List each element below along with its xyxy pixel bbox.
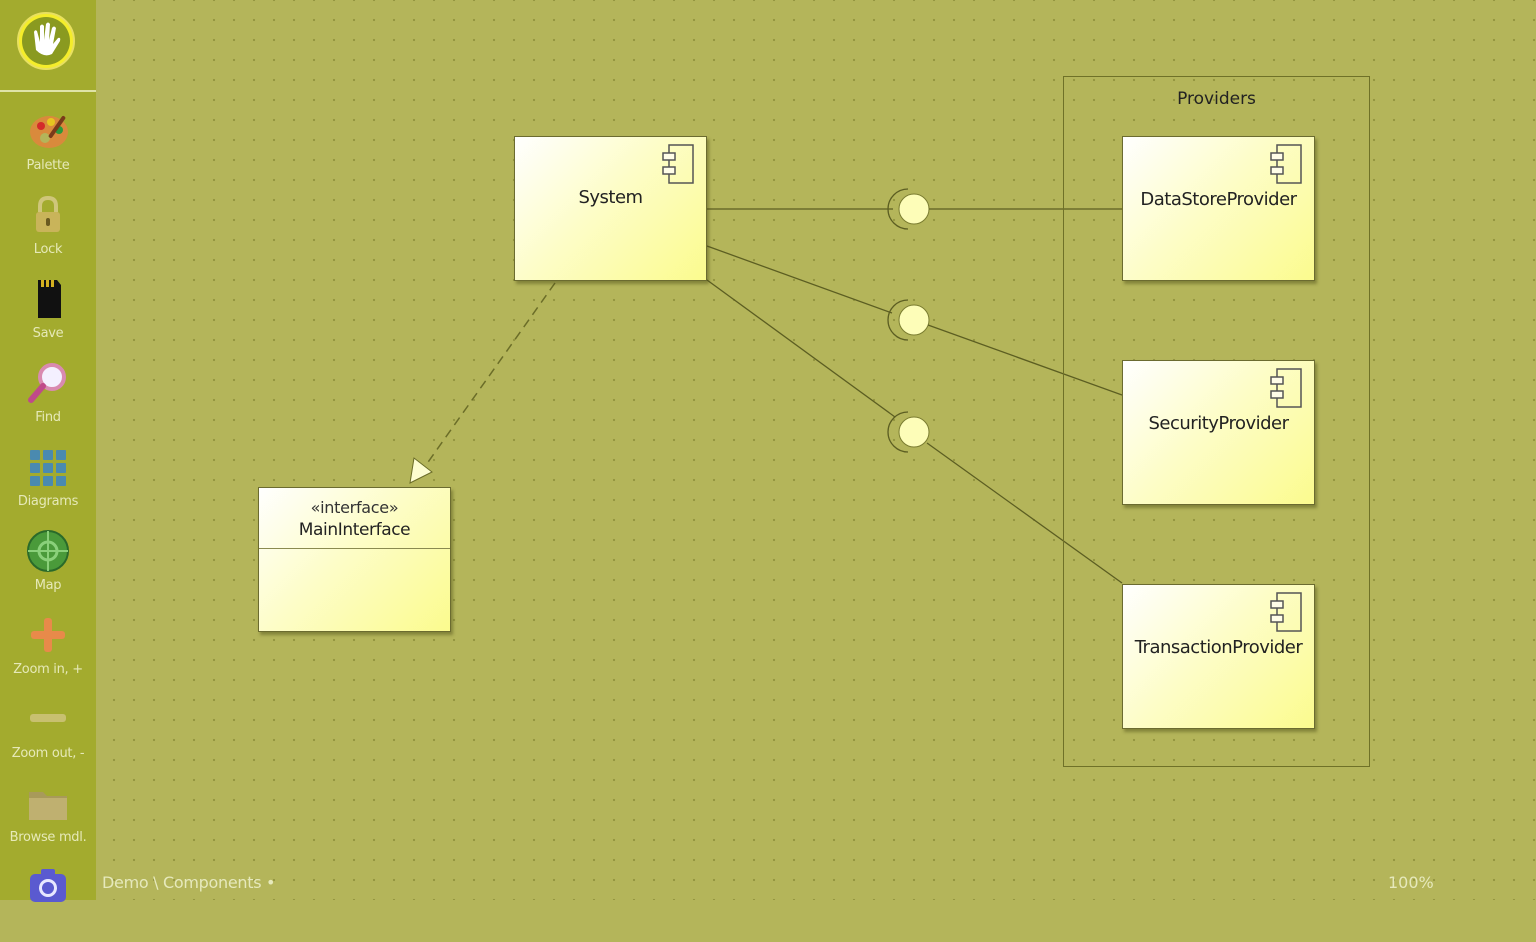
- zoom-level: 100%: [1388, 873, 1434, 892]
- compass-icon: [27, 530, 69, 572]
- lock-label: Lock: [33, 242, 63, 257]
- sidebar-divider: [0, 90, 96, 92]
- lock-icon: [36, 195, 60, 232]
- interface-name: MainInterface: [298, 520, 411, 540]
- map-label: Map: [34, 578, 62, 593]
- diagrams-label: Diagrams: [17, 494, 79, 509]
- plus-icon: [31, 618, 65, 652]
- required-line-transaction[interactable]: [706, 279, 896, 418]
- camera-button[interactable]: [0, 858, 96, 942]
- package-name: Providers: [1177, 89, 1256, 109]
- browse-model-button[interactable]: Browse mdl.: [0, 776, 96, 860]
- zoom-out-button[interactable]: Zoom out, -: [0, 692, 96, 776]
- minus-icon: [30, 714, 66, 722]
- interface-main[interactable]: «interface» MainInterface: [258, 487, 451, 632]
- component-security-provider[interactable]: SecurityProvider: [1122, 360, 1315, 505]
- palette-icon: [30, 115, 68, 148]
- socket-datastore: [887, 188, 909, 230]
- sidebar: Palette Lock Save Find: [0, 0, 96, 902]
- lollipop-transaction[interactable]: [898, 416, 930, 448]
- lollipop-datastore[interactable]: [898, 193, 930, 225]
- sd-card-icon: [38, 280, 61, 318]
- component-transaction-provider[interactable]: TransactionProvider: [1122, 584, 1315, 729]
- provided-line-transaction[interactable]: [926, 442, 1123, 584]
- socket-transaction: [887, 411, 909, 453]
- component-icon: [1270, 368, 1302, 408]
- browse-model-label: Browse mdl.: [9, 830, 87, 845]
- zoom-in-label: Zoom in, +: [13, 662, 83, 677]
- dependency-arrowhead: [409, 457, 433, 484]
- save-button[interactable]: Save: [0, 272, 96, 356]
- required-line-security[interactable]: [706, 245, 893, 314]
- palette-label: Palette: [26, 158, 70, 173]
- component-icon: [1270, 592, 1302, 632]
- interface-separator: [259, 548, 450, 549]
- providers-package[interactable]: Providers: [1063, 76, 1370, 767]
- diagram-connectors: [409, 188, 1123, 584]
- component-name: TransactionProvider: [1134, 637, 1303, 658]
- zoom-in-button[interactable]: Zoom in, +: [0, 608, 96, 692]
- provided-line-security[interactable]: [927, 324, 1123, 396]
- breadcrumb[interactable]: Demo \ Components •: [102, 873, 276, 892]
- magnifier-icon: [28, 363, 66, 403]
- interface-stereotype: «interface»: [310, 498, 399, 517]
- component-datastore-provider[interactable]: DataStoreProvider: [1122, 136, 1315, 281]
- find-button[interactable]: Find: [0, 356, 96, 440]
- lock-button[interactable]: Lock: [0, 188, 96, 272]
- map-button[interactable]: Map: [0, 524, 96, 608]
- dependency-line[interactable]: [425, 282, 556, 466]
- zoom-out-label: Zoom out, -: [11, 746, 85, 761]
- grid-icon: [30, 450, 66, 486]
- palette-button[interactable]: Palette: [0, 104, 96, 188]
- find-label: Find: [35, 410, 61, 425]
- socket-security: [887, 299, 909, 341]
- lollipop-security[interactable]: [898, 304, 930, 336]
- folder-icon: [29, 792, 67, 820]
- component-name: SecurityProvider: [1148, 413, 1289, 434]
- save-label: Save: [32, 326, 64, 341]
- component-system[interactable]: System: [514, 136, 707, 281]
- component-icon: [1270, 144, 1302, 184]
- hand-logo-icon[interactable]: [14, 10, 78, 72]
- component-name: System: [578, 187, 643, 208]
- camera-icon: [30, 869, 66, 902]
- component-name: DataStoreProvider: [1140, 189, 1297, 210]
- component-icon: [662, 144, 694, 184]
- diagrams-button[interactable]: Diagrams: [0, 440, 96, 524]
